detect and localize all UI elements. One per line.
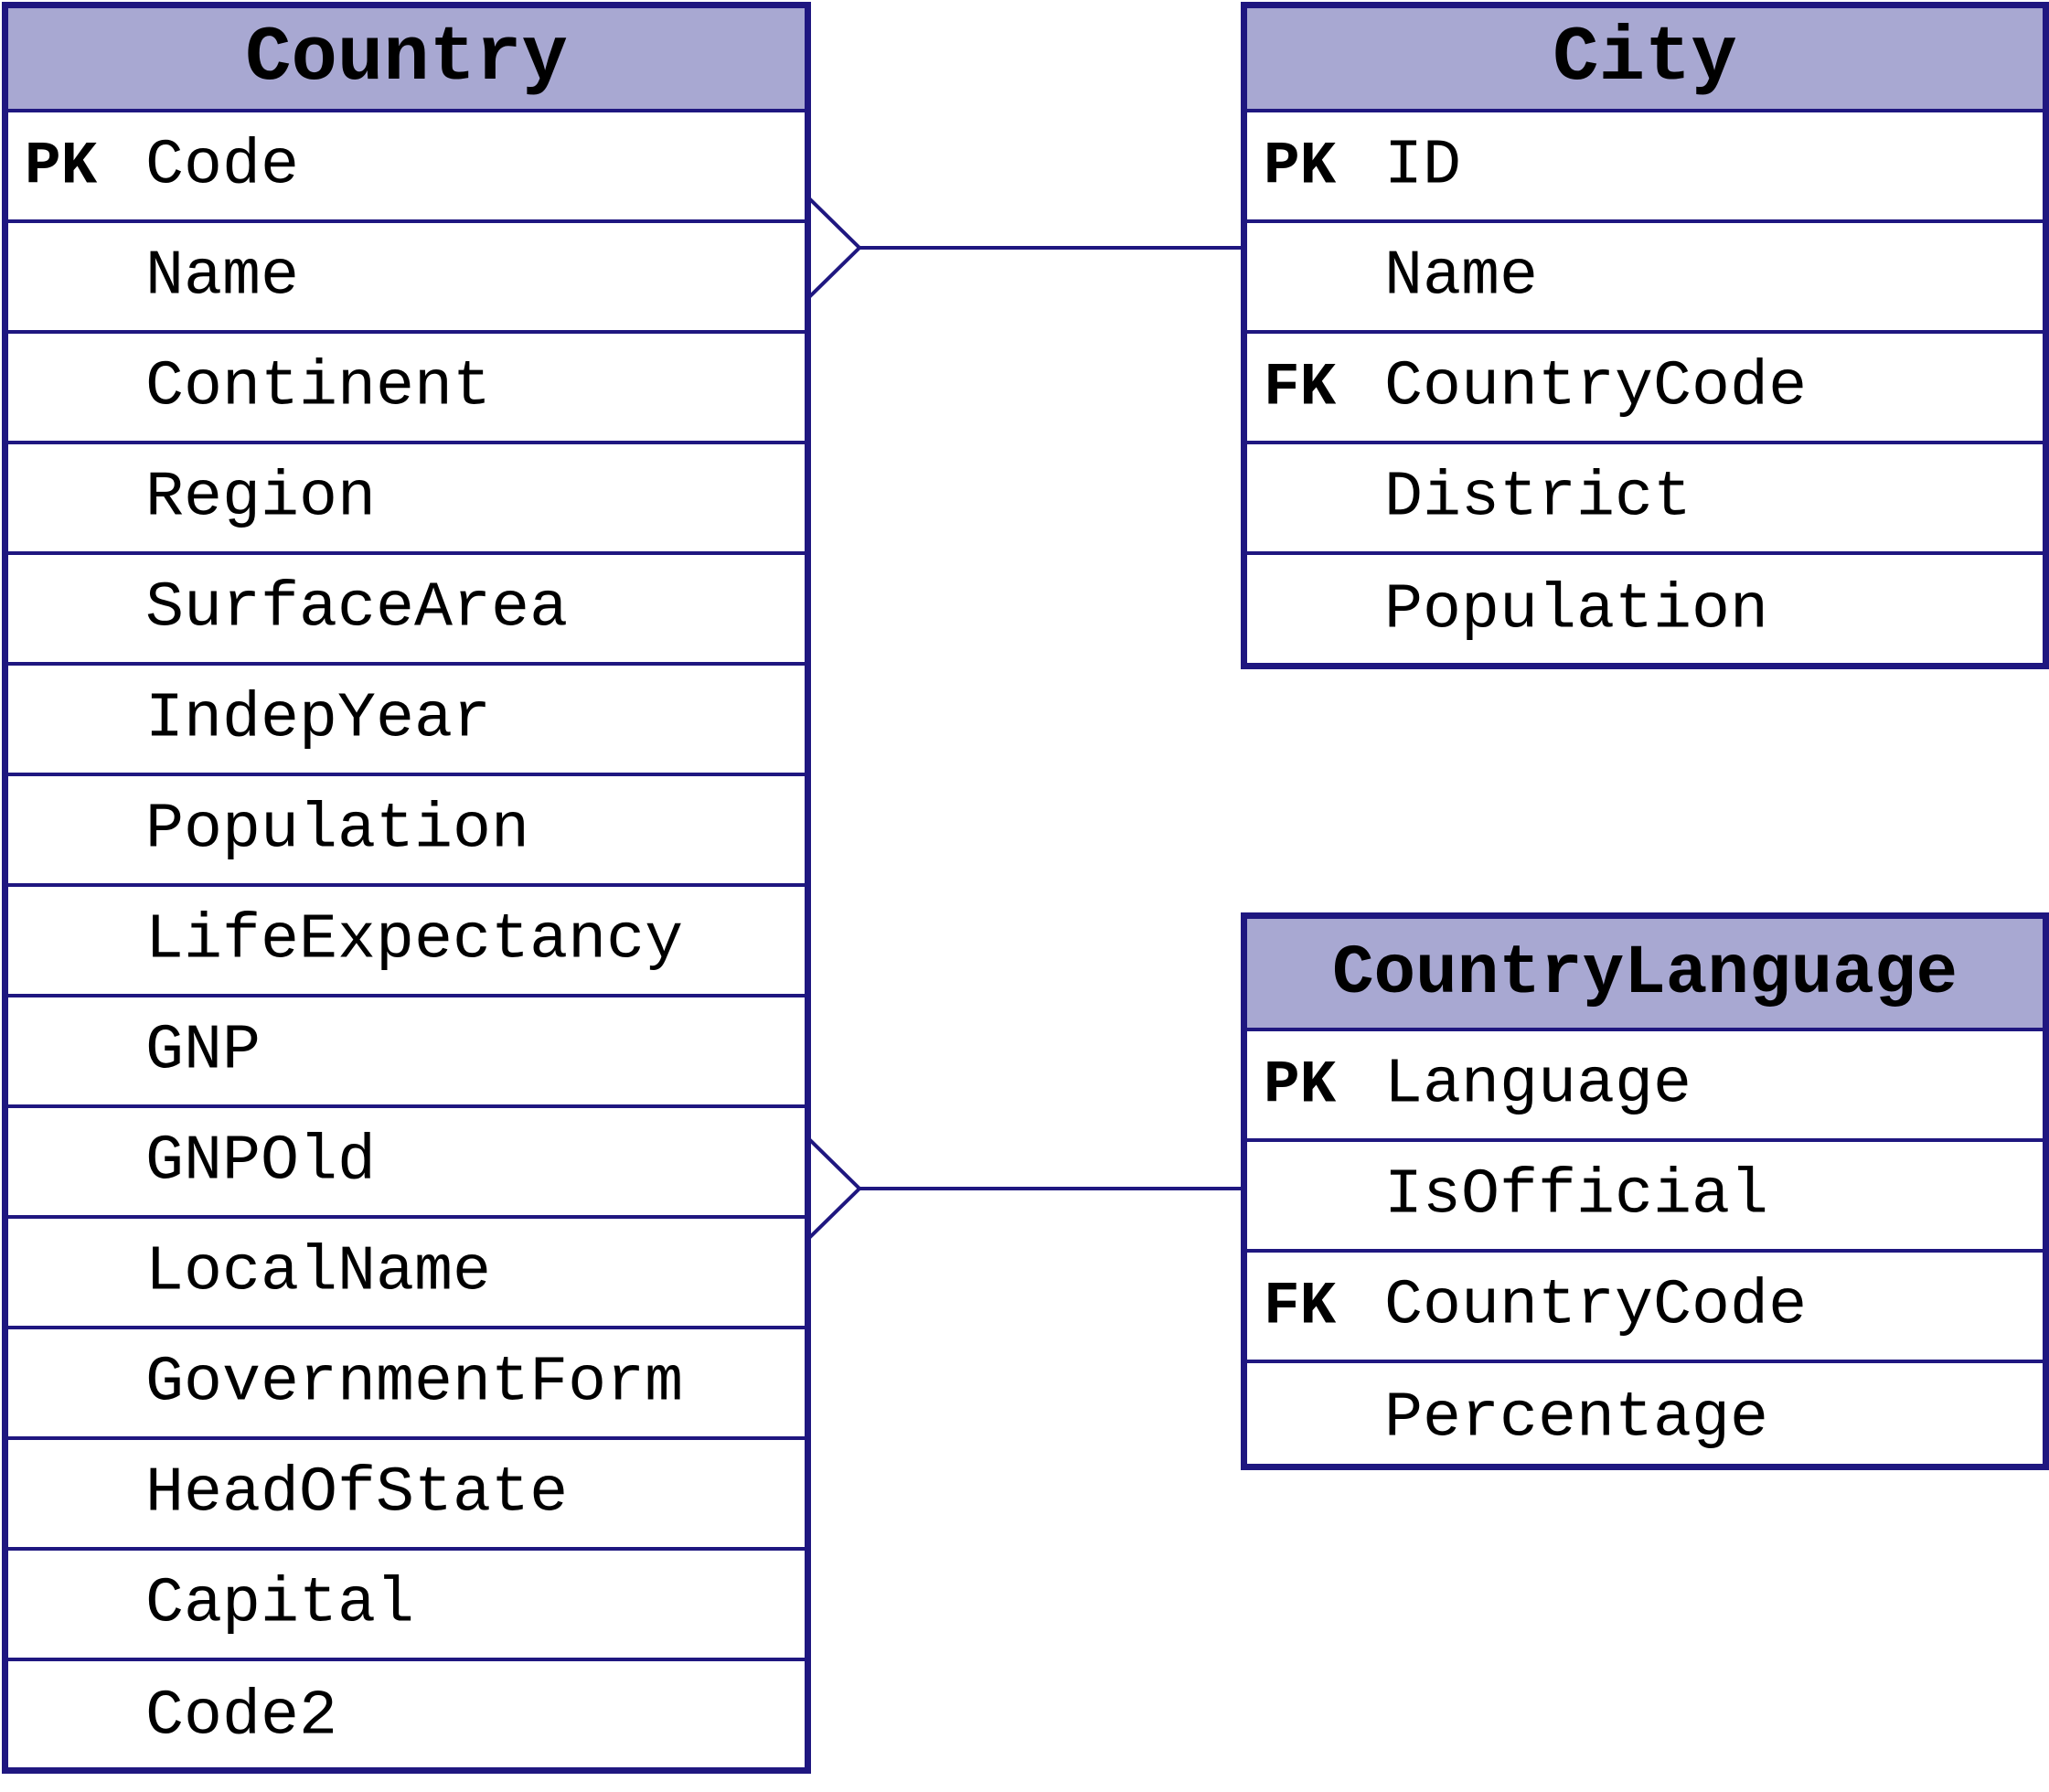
country-row-region: Region bbox=[8, 444, 805, 555]
field-name: CountryCode bbox=[1384, 1270, 1808, 1342]
field-name: IsOfficial bbox=[1384, 1159, 1769, 1232]
country-row-gnpold: GNPOld bbox=[8, 1108, 805, 1219]
country-row-code: PK Code bbox=[8, 112, 805, 223]
field-name: Region bbox=[145, 462, 377, 534]
country-row-population: Population bbox=[8, 776, 805, 887]
primary-key-label: PK bbox=[1264, 132, 1337, 200]
country-row-headofstate: HeadOfState bbox=[8, 1440, 805, 1551]
country-row-indepyear: IndepYear bbox=[8, 666, 805, 776]
country-countrylanguage-relationship bbox=[807, 1137, 1243, 1240]
field-name: Language bbox=[1384, 1049, 1692, 1121]
field-name: ID bbox=[1384, 130, 1462, 202]
countrylanguage-row-percentage: Percentage bbox=[1247, 1363, 2043, 1474]
foreign-key-label: FK bbox=[1264, 1272, 1337, 1340]
primary-key-label: PK bbox=[25, 132, 98, 200]
crows-foot-icon bbox=[807, 197, 862, 299]
foreign-key-label: FK bbox=[1264, 353, 1337, 421]
city-row-countrycode: FK CountryCode bbox=[1247, 334, 2043, 444]
country-row-localname: LocalName bbox=[8, 1219, 805, 1329]
countrylanguage-row-language: PK Language bbox=[1247, 1031, 2043, 1142]
field-name: GNPOld bbox=[145, 1125, 377, 1198]
field-name: Code bbox=[145, 130, 300, 202]
city-table: City PK ID Name FK CountryCode District … bbox=[1241, 2, 2049, 669]
country-row-capital: Capital bbox=[8, 1551, 805, 1661]
field-name: CountryCode bbox=[1384, 351, 1808, 423]
city-table-title: City bbox=[1247, 8, 2043, 112]
field-name: Population bbox=[1384, 574, 1769, 646]
field-name: Population bbox=[145, 794, 530, 866]
primary-key-label: PK bbox=[1264, 1051, 1337, 1119]
field-name: Percentage bbox=[1384, 1382, 1769, 1455]
field-name: Code2 bbox=[145, 1680, 338, 1753]
field-name: HeadOfState bbox=[145, 1457, 569, 1530]
countrylanguage-row-countrycode: FK CountryCode bbox=[1247, 1253, 2043, 1363]
country-table: Country PK Code Name Continent Region Su… bbox=[2, 2, 811, 1774]
country-city-relationship bbox=[807, 197, 1243, 299]
field-name: IndepYear bbox=[145, 683, 492, 755]
field-name: GNP bbox=[145, 1015, 261, 1087]
countrylanguage-row-isofficial: IsOfficial bbox=[1247, 1142, 2043, 1253]
city-row-district: District bbox=[1247, 444, 2043, 555]
country-row-code2: Code2 bbox=[8, 1661, 805, 1772]
country-row-gnp: GNP bbox=[8, 997, 805, 1108]
country-row-continent: Continent bbox=[8, 334, 805, 444]
countrylanguage-table: CountryLanguage PK Language IsOfficial F… bbox=[1241, 912, 2049, 1470]
city-row-id: PK ID bbox=[1247, 112, 2043, 223]
field-name: LifeExpectancy bbox=[145, 904, 684, 976]
field-name: LocalName bbox=[145, 1236, 492, 1308]
crows-foot-icon bbox=[807, 1137, 862, 1240]
country-row-lifeexpectancy: LifeExpectancy bbox=[8, 887, 805, 997]
countrylanguage-table-title: CountryLanguage bbox=[1247, 919, 2043, 1031]
city-row-population: Population bbox=[1247, 555, 2043, 666]
country-row-name: Name bbox=[8, 223, 805, 334]
field-name: Name bbox=[145, 240, 300, 313]
country-table-title: Country bbox=[8, 8, 805, 112]
field-name: SurfaceArea bbox=[145, 572, 569, 645]
field-name: Capital bbox=[145, 1568, 415, 1640]
city-row-name: Name bbox=[1247, 223, 2043, 334]
field-name: Continent bbox=[145, 351, 492, 423]
field-name: GovernmentForm bbox=[145, 1347, 684, 1419]
field-name: District bbox=[1384, 462, 1692, 534]
country-row-surfacearea: SurfaceArea bbox=[8, 555, 805, 666]
field-name: Name bbox=[1384, 240, 1539, 313]
country-row-governmentform: GovernmentForm bbox=[8, 1329, 805, 1440]
